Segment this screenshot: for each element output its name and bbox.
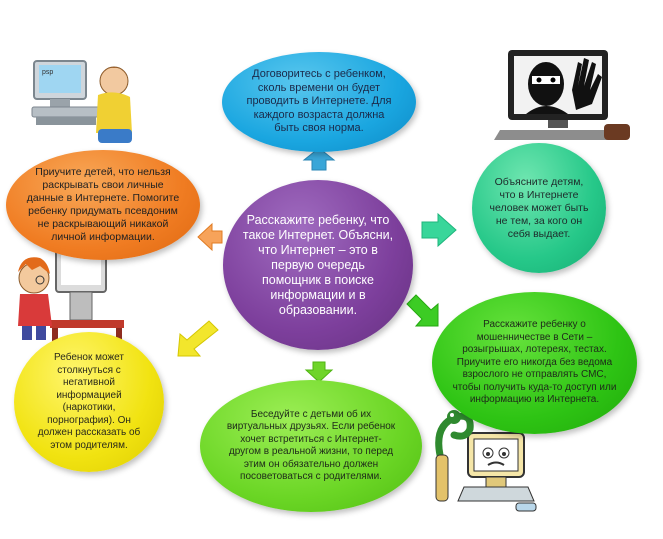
arrow-down-icon	[304, 361, 334, 383]
hacker-at-computer-icon	[494, 50, 630, 140]
bubble-identity: Объясните детям, что в Интернете человек…	[472, 143, 606, 273]
bubble-personal-data: Приучите детей, что нельзя раскрывать св…	[6, 150, 200, 260]
bubble-center-text: Расскажите ребенку, что такое Интернет. …	[242, 212, 394, 317]
bubble-time-limit: Договоритесь с ребенком, сколь времени о…	[222, 52, 416, 152]
boy-at-computer-icon	[18, 249, 124, 342]
bubble-virtual-friends-text: Беседуйте с детьми об их виртуальных дру…	[226, 408, 396, 483]
arrow-down-right-icon	[406, 294, 439, 327]
bubble-negative-info-text: Ребенок может столкнуться с негативной и…	[37, 352, 141, 451]
snake-computer-icon	[435, 410, 537, 512]
bubble-fraud-text: Расскажите ребенку о мошенничестве в Сет…	[452, 319, 617, 406]
monitor-label: psp	[42, 69, 53, 76]
arrow-left-icon	[197, 222, 223, 252]
arrow-right-icon	[421, 212, 457, 248]
bubble-virtual-friends: Беседуйте с детьми об их виртуальных дру…	[200, 380, 422, 512]
bubble-negative-info: Ребенок может столкнуться с негативной и…	[14, 332, 164, 472]
bubble-center: Расскажите ребенку, что такое Интернет. …	[223, 180, 413, 350]
child-at-computer-icon: psp	[31, 60, 132, 143]
bubble-personal-data-text: Приучите детей, что нельзя раскрывать св…	[26, 166, 180, 243]
bubble-time-limit-text: Договоритесь с ребенком, сколь времени о…	[246, 68, 392, 135]
bubble-identity-text: Объясните детям, что в Интернете человек…	[489, 175, 589, 240]
arrow-up-icon	[302, 147, 336, 171]
bubble-fraud: Расскажите ребенку о мошенничестве в Сет…	[432, 292, 637, 434]
arrow-down-left-icon	[177, 320, 219, 357]
